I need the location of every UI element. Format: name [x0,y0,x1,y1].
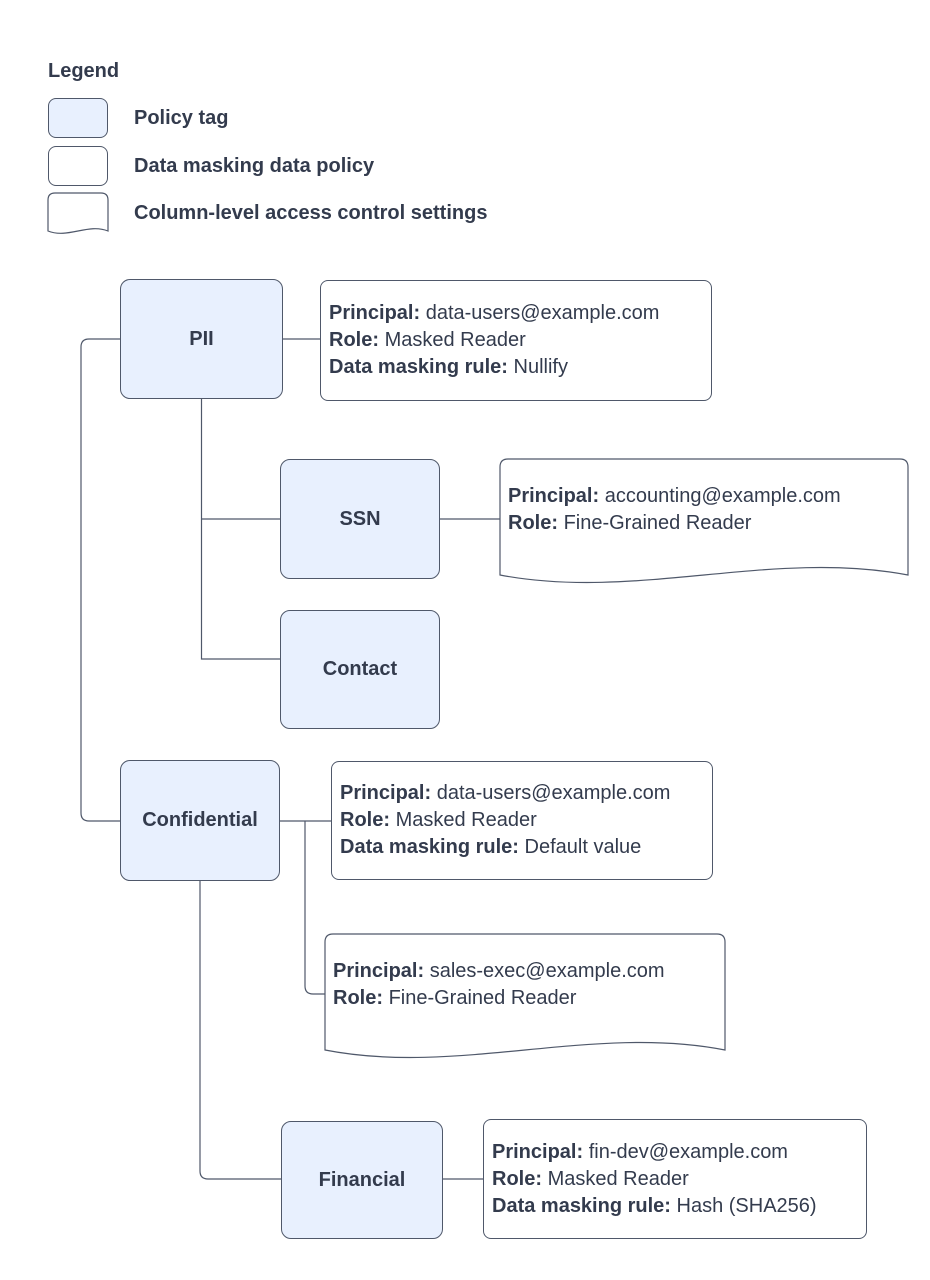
policy-tag-pii-label: PII [189,327,214,350]
policy-field-label: Role: [329,329,379,351]
policy-line: Data masking rule: Hash (SHA256) [492,1193,856,1220]
policy-field-value: Masked Reader [384,329,526,351]
legend-item-column-access: Column-level access control settings [134,201,488,224]
policy-field-value: data-users@example.com [436,782,671,804]
confidential-masking-policy-box: Principal: data-users@example.com Role: … [331,761,713,880]
policy-field-value: Masked Reader [547,1167,689,1190]
policy-tag-contact: Contact [280,610,440,729]
connector-confidential-financial [199,881,281,1180]
policy-line: Principal: data-users@example.com [329,300,701,327]
policy-field-label: Principal: [340,782,432,804]
policy-tag-confidential-label: Confidential [142,809,258,831]
policy-tag-ssn: SSN [280,459,440,579]
policy-field-label: Role: [340,809,390,831]
connector-trunk [80,338,120,822]
legend-item-data-masking-policy: Data masking data policy [134,154,375,177]
policy-field-label: Role: [333,987,383,1009]
connector-confidential-access [304,821,325,995]
policy-line: Principal: fin-dev@example.com [492,1139,856,1166]
policy-tag-ssn-label: SSN [339,507,381,530]
policy-field-value: Nullify [513,356,568,378]
legend-title: Legend [48,60,120,82]
policy-line: Principal: data-users@example.com [340,780,702,807]
policy-tag-contact-label: Contact [322,658,398,680]
policy-line: Principal: sales-exec@example.com [333,958,717,985]
connector-pii-children [200,399,280,660]
policy-field-value: Masked Reader [395,809,537,831]
policy-field-label: Principal: [492,1140,584,1163]
policy-field-value: Default value [524,836,642,858]
policy-line: Role: Masked Reader [492,1166,856,1193]
policy-field-label: Principal: [333,960,425,982]
policy-field-label: Data masking rule: [340,836,519,858]
legend-document-shape-swatch [47,192,109,234]
legend-item-policy-tag: Policy tag [134,106,229,129]
policy-field-value: accounting@example.com [604,485,841,507]
policy-line: Data masking rule: Nullify [329,354,701,381]
policy-tag-financial: Financial [281,1121,443,1239]
financial-masking-policy-box: Principal: fin-dev@example.com Role: Mas… [483,1119,867,1239]
policy-field-value: Hash (SHA256) [676,1194,817,1217]
policy-field-value: Fine-Grained Reader [388,987,577,1009]
policy-field-label: Role: [508,512,558,534]
policy-line: Data masking rule: Default value [340,834,702,861]
policy-line: Role: Masked Reader [329,327,701,354]
policy-tag-pii: PII [120,279,283,399]
policy-line: Role: Fine-Grained Reader [508,510,900,537]
data-masking-policy-swatch [48,146,108,186]
policy-line: Role: Fine-Grained Reader [333,985,717,1012]
policy-field-value: fin-dev@example.com [588,1140,788,1163]
policy-field-value: sales-exec@example.com [429,960,665,982]
policy-field-label: Role: [492,1167,542,1190]
pii-masking-policy-box: Principal: data-users@example.com Role: … [320,280,712,401]
policy-line: Principal: accounting@example.com [508,483,900,510]
confidential-access-control-box: Principal: sales-exec@example.com Role: … [325,934,725,1050]
policy-field-label: Data masking rule: [492,1194,671,1217]
policy-field-value: data-users@example.com [425,302,660,324]
policy-tag-financial-label: Financial [318,1168,406,1191]
policy-line: Role: Masked Reader [340,807,702,834]
policy-field-value: Fine-Grained Reader [563,512,752,534]
policy-field-label: Principal: [508,485,600,507]
policy-tag-confidential: Confidential [120,760,280,881]
policy-field-label: Data masking rule: [329,356,508,378]
policy-field-label: Principal: [329,302,421,324]
policy-tag-swatch [48,98,108,138]
ssn-access-control-box: Principal: accounting@example.com Role: … [500,459,908,575]
